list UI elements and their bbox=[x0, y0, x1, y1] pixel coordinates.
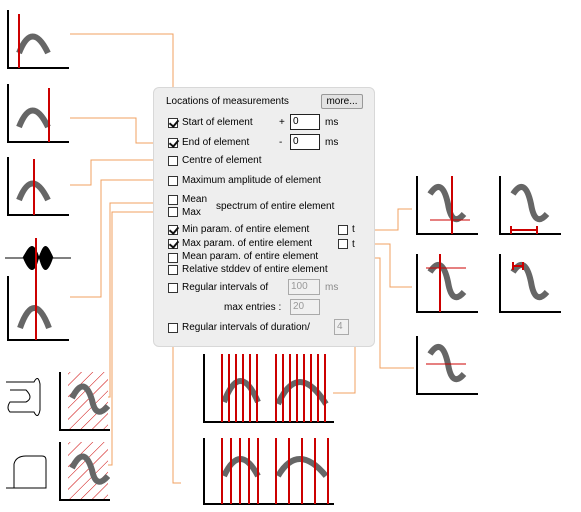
rel-stddev-checkbox[interactable] bbox=[168, 265, 178, 275]
max-param-checkbox[interactable] bbox=[168, 239, 178, 249]
min-param-time-checkbox[interactable] bbox=[338, 225, 348, 235]
start-checkbox[interactable] bbox=[168, 118, 178, 128]
thumb-max-param bbox=[416, 254, 478, 313]
duration-intervals-label: Regular intervals of duration/ bbox=[182, 322, 310, 333]
duration-intervals-input[interactable]: 4 bbox=[334, 319, 349, 335]
min-param-time-label: t bbox=[352, 224, 355, 235]
max-amplitude-label: Maximum amplitude of element bbox=[182, 175, 321, 186]
thumb-maximum-amplitude bbox=[5, 238, 71, 341]
end-unit: ms bbox=[325, 137, 339, 148]
max-amplitude-checkbox[interactable] bbox=[168, 176, 178, 186]
thumb-max-spectrum bbox=[6, 442, 110, 501]
end-label: End of element bbox=[182, 137, 250, 148]
thumb-min-param-time bbox=[499, 176, 561, 235]
start-label: Start of element bbox=[182, 117, 253, 128]
start-offset-input[interactable]: 0 bbox=[290, 114, 320, 130]
thumb-mean-param bbox=[416, 336, 478, 395]
regular-intervals-input[interactable]: 100 bbox=[288, 279, 320, 295]
regular-intervals-unit: ms bbox=[325, 282, 339, 293]
end-checkbox[interactable] bbox=[168, 138, 178, 148]
max-entries-label: max entries : bbox=[224, 302, 282, 313]
max-entries-input[interactable]: 20 bbox=[290, 299, 320, 315]
max-spectrum-checkbox[interactable] bbox=[168, 207, 178, 217]
end-sign: - bbox=[279, 137, 283, 148]
start-unit: ms bbox=[325, 117, 339, 128]
spectrum-label: spectrum of entire element bbox=[216, 201, 335, 212]
duration-intervals-checkbox[interactable] bbox=[168, 323, 178, 333]
regular-intervals-label: Regular intervals of bbox=[182, 282, 269, 293]
more-button[interactable]: more... bbox=[321, 94, 363, 109]
thumb-mean-spectrum bbox=[6, 372, 110, 431]
max-param-time-label: t bbox=[352, 239, 355, 250]
thumb-end-of-element bbox=[7, 84, 69, 143]
max-param-time-checkbox[interactable] bbox=[338, 239, 348, 249]
centre-checkbox[interactable] bbox=[168, 156, 178, 166]
mean-param-label: Mean param. of entire element bbox=[182, 251, 319, 262]
regular-intervals-checkbox[interactable] bbox=[168, 283, 178, 293]
mean-param-checkbox[interactable] bbox=[168, 253, 178, 263]
max-label: Max bbox=[182, 207, 201, 218]
thumb-regular-intervals bbox=[203, 354, 334, 423]
end-offset-input[interactable]: 0 bbox=[290, 134, 320, 150]
thumb-max-param-time bbox=[499, 254, 561, 313]
min-param-checkbox[interactable] bbox=[168, 225, 178, 235]
rel-stddev-label: Relative stddev of entire element bbox=[182, 264, 328, 275]
min-param-label: Min param. of entire element bbox=[182, 224, 310, 235]
centre-label: Centre of element bbox=[182, 155, 262, 166]
start-sign: + bbox=[279, 117, 285, 128]
thumb-centre-of-element bbox=[7, 157, 69, 216]
panel-title: Locations of measurements bbox=[166, 96, 289, 107]
mean-spectrum-checkbox[interactable] bbox=[168, 195, 178, 205]
locations-panel: Locations of measurements more... Start … bbox=[153, 87, 375, 347]
mean-label: Mean bbox=[182, 194, 208, 205]
thumb-start-of-element bbox=[7, 10, 69, 69]
thumb-intervals-of-duration bbox=[203, 438, 334, 505]
max-param-label: Max param. of entire element bbox=[182, 238, 313, 249]
thumb-min-param bbox=[416, 176, 478, 235]
